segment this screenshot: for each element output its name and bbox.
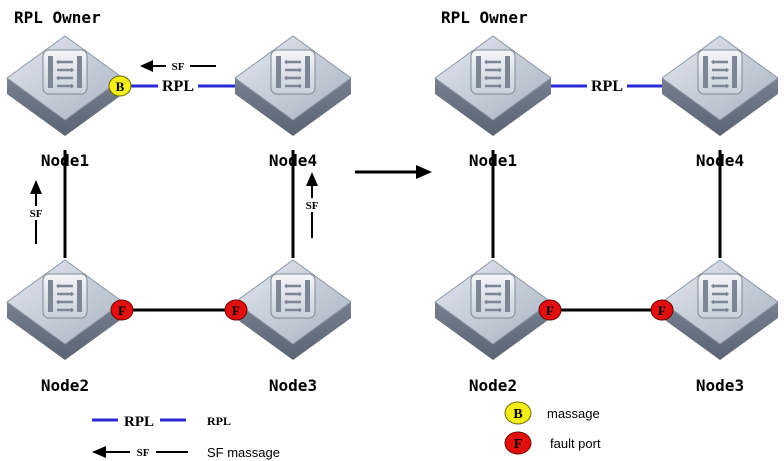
svg-text:F: F [232,303,240,318]
right-ring: RPL Owner RPL F F Node1 Node4 Node2 Node… [433,8,780,395]
svg-text:B: B [116,79,125,94]
right-node4-switch-icon [660,34,780,138]
legend-fault-badge: F [514,437,523,452]
right-node1-switch-icon [433,34,553,138]
right-node3-label: Node3 [696,376,744,395]
legend-block-item: B massage [504,401,600,425]
left-sf-arrow-node2-node1: SF [24,180,48,244]
left-node4-switch-icon [233,34,353,138]
legend: RPL RPL SF SF massage B massage F fault … [92,401,601,460]
right-node1-label: Node1 [469,151,517,170]
left-rpl-label: RPL [162,78,194,95]
legend-fault-text: fault port [550,436,601,451]
right-fault-badge-node3: F [650,299,674,321]
right-node2-switch-icon [433,258,553,362]
left-ring: RPL Owner RPL SF SF SF B [5,8,353,395]
left-node1-switch-icon [5,34,125,138]
legend-rpl-item: RPL RPL [92,411,231,430]
left-node3-switch-icon [233,258,353,362]
left-sf-label-top: SF [172,61,185,73]
legend-sf-sample: SF [137,447,150,459]
legend-block-badge: B [513,407,522,422]
left-fault-badge-node2: F [110,299,134,321]
svg-text:F: F [118,303,126,318]
right-arrow-icon [355,165,432,179]
left-owner-label: RPL Owner [14,8,101,27]
left-sf-label-left: SF [30,208,43,220]
left-sf-arrow-top: SF [140,58,216,73]
left-node3-label: Node3 [269,376,317,395]
right-rpl-label: RPL [591,78,623,95]
legend-rpl-text: RPL [207,414,231,428]
svg-text:F: F [658,303,666,318]
right-node4-label: Node4 [696,151,744,170]
left-sf-label-right: SF [306,200,319,212]
legend-fault-item: F fault port [504,431,601,455]
legend-rpl-sample: RPL [124,414,154,430]
legend-sf-item: SF SF massage [92,445,280,460]
left-fault-badge-node3: F [224,299,248,321]
legend-sf-text: SF massage [207,445,280,460]
left-block-badge: B [108,75,132,97]
left-sf-arrow-node3-node4: SF [300,172,324,238]
left-node2-switch-icon [5,258,125,362]
left-node4-label: Node4 [269,151,317,170]
legend-block-text: massage [547,406,600,421]
right-fault-badge-node2: F [538,299,562,321]
left-node1-label: Node1 [41,151,89,170]
svg-text:F: F [546,303,554,318]
right-node2-label: Node2 [469,376,517,395]
left-node2-label: Node2 [41,376,89,395]
right-node3-switch-icon [660,258,780,362]
right-owner-label: RPL Owner [441,8,528,27]
